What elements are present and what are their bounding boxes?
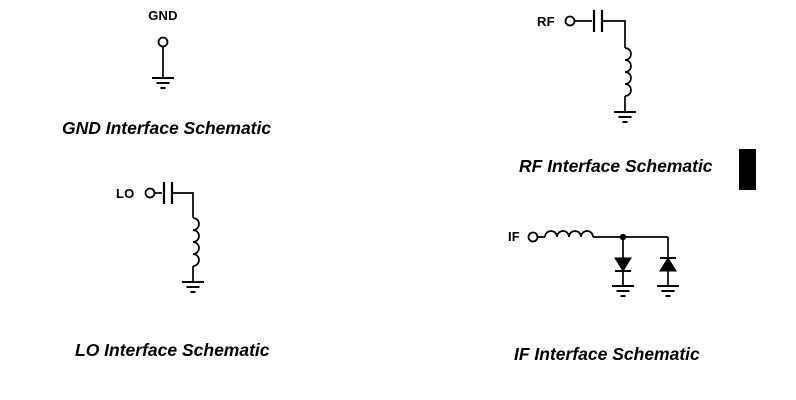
if-caption: IF Interface Schematic [514, 344, 700, 364]
pin-circle-icon [157, 36, 169, 48]
inductor-icon [192, 217, 200, 267]
gnd-pin-label: GND [148, 8, 178, 23]
lo-interface-schematic: LO LO Interface Schematic [70, 180, 370, 370]
gnd-caption: GND Interface Schematic [62, 118, 272, 138]
rf-pin-label: RF [537, 14, 555, 29]
wire [172, 192, 194, 218]
lo-schematic-drawing [144, 182, 204, 293]
revision-change-bar [739, 149, 756, 190]
wire [602, 20, 626, 48]
rf-interface-schematic: RF RF Interface Schematic [505, 6, 765, 191]
lo-caption: LO Interface Schematic [75, 340, 270, 360]
ground-symbol-icon [657, 285, 679, 297]
pin-circle-icon [527, 231, 539, 243]
if-interface-schematic: IF [500, 220, 790, 380]
ground-symbol-icon [614, 111, 636, 123]
pin-circle-icon [564, 15, 576, 27]
rf-caption: RF Interface Schematic [519, 156, 713, 176]
lo-pin-label: LO [116, 186, 135, 201]
gnd-schematic-drawing [152, 36, 174, 89]
inductor-icon [544, 230, 594, 238]
if-pin-label: IF [508, 229, 520, 244]
gnd-interface-schematic: GND GND Interface Schematic [60, 6, 310, 156]
if-schematic-drawing [527, 230, 679, 297]
rf-schematic-drawing [564, 10, 636, 123]
capacitor-icon [592, 10, 604, 32]
capacitor-icon [162, 182, 174, 204]
pin-circle-icon [144, 187, 156, 199]
ground-symbol-icon [152, 77, 174, 89]
ground-symbol-icon [612, 285, 634, 297]
inductor-icon [624, 47, 632, 97]
diode-up-icon [659, 257, 677, 272]
ground-symbol-icon [182, 281, 204, 293]
diode-down-icon [614, 257, 632, 272]
